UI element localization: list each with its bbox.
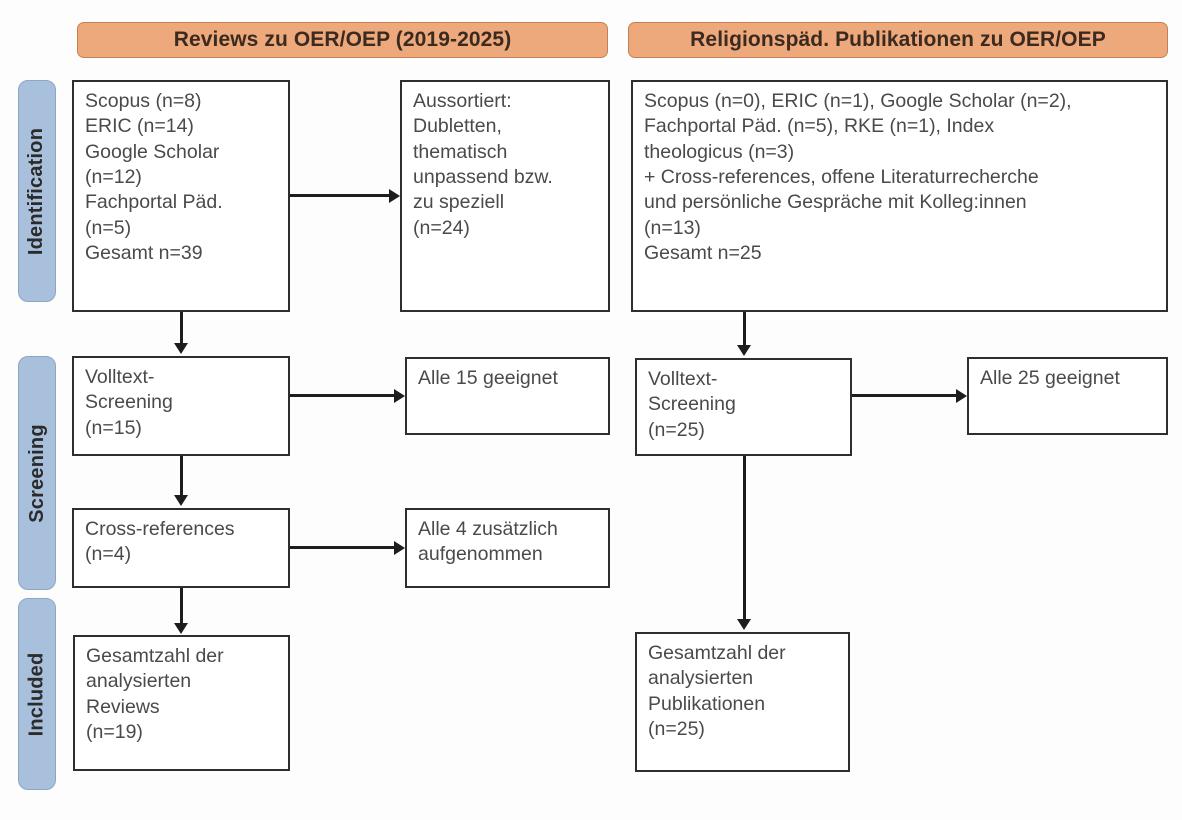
box-line: Gesamt n=39 (85, 242, 203, 265)
box-left-excluded: Aussortiert: Dubletten, thematisch unpas… (400, 80, 610, 312)
connector-left-screening-to-crossrefs (180, 456, 183, 496)
box-line: (n=25) (648, 418, 705, 441)
column-header-right: Religionspäd. Publikationen zu OER/OEP (628, 22, 1168, 58)
stage-label-identification: Identification (25, 127, 48, 255)
box-line: Aussortiert: (413, 90, 512, 112)
arrowhead-left-crossrefs-to-included (174, 623, 188, 634)
connector-left-crossrefs-to-included (180, 588, 183, 624)
box-line: analysierten (86, 670, 192, 693)
box-line: Fachportal Päd. (85, 191, 223, 214)
stage-label-screening: Screening (25, 423, 48, 523)
connector-left-crossrefs-to-result (290, 546, 394, 549)
box-line: Dubletten, (413, 115, 502, 138)
box-line: theologicus (n=3) (644, 140, 795, 163)
box-left-identification: Scopus (n=8) ERIC (n=14) Google Scholar … (72, 80, 290, 312)
box-line: Publikationen (648, 692, 766, 715)
arrowhead-left-screening-to-result (394, 389, 405, 403)
box-line: (n=15) (85, 416, 142, 439)
box-line: Fachportal Päd. (n=5), RKE (n=1), Index (644, 115, 995, 138)
box-line: Volltext- (648, 368, 718, 390)
box-left-included: Gesamtzahl der analysierten Reviews (n=1… (73, 635, 290, 771)
box-line: zu speziell (413, 191, 505, 214)
arrowhead-right-identification-to-screening (737, 345, 751, 356)
box-right-screening: Volltext- Screening (n=25) (635, 358, 852, 456)
box-line: (n=25) (648, 718, 705, 741)
box-line: aufgenommen (418, 543, 543, 566)
connector-left-identification-to-screening (180, 312, 183, 344)
box-line: (n=19) (86, 721, 143, 744)
box-line: ERIC (n=14) (85, 115, 194, 138)
arrowhead-left-screening-to-crossrefs (174, 495, 188, 506)
box-line: (n=4) (85, 543, 132, 566)
stage-label-included: Included (25, 652, 48, 736)
stage-bar-identification: Identification (18, 80, 56, 302)
box-line: Cross-references (85, 518, 235, 540)
arrowhead-left-crossrefs-to-result (394, 541, 405, 555)
box-line: Alle 4 zusätzlich (418, 518, 558, 540)
box-left-screening-result: Alle 15 geeignet (405, 357, 610, 435)
column-header-right-label: Religionspäd. Publikationen zu OER/OEP (690, 28, 1106, 51)
arrowhead-right-screening-to-result (956, 389, 967, 403)
connector-left-identification-to-excluded (290, 194, 389, 197)
box-left-crossrefs-result: Alle 4 zusätzlich aufgenommen (405, 508, 610, 588)
connector-left-screening-to-result (290, 394, 394, 397)
box-line: (n=13) (644, 216, 701, 239)
box-line: + Cross-references, offene Literaturrech… (644, 166, 1039, 189)
box-left-screening: Volltext- Screening (n=15) (72, 356, 290, 456)
column-header-left: Reviews zu OER/OEP (2019-2025) (77, 22, 608, 58)
box-line: Gesamtzahl der (648, 642, 786, 664)
box-line: Screening (648, 393, 736, 416)
box-left-crossrefs: Cross-references (n=4) (72, 508, 290, 588)
box-line: Volltext- (85, 366, 155, 388)
box-right-included: Gesamtzahl der analysierten Publikatione… (635, 632, 850, 772)
box-right-screening-result: Alle 25 geeignet (967, 357, 1168, 435)
connector-right-screening-to-included (743, 456, 746, 620)
box-right-identification: Scopus (n=0), ERIC (n=1), Google Scholar… (631, 80, 1168, 312)
box-line: (n=5) (85, 216, 132, 239)
box-line: Alle 15 geeignet (418, 367, 558, 389)
box-line: (n=12) (85, 166, 142, 189)
box-line: Screening (85, 391, 173, 414)
box-line: Google Scholar (85, 140, 220, 163)
box-line: thematisch (413, 140, 508, 163)
connector-right-identification-to-screening (743, 312, 746, 346)
box-line: Alle 25 geeignet (980, 367, 1120, 389)
box-line: unpassend bzw. (413, 166, 553, 189)
box-line: Gesamt n=25 (644, 242, 762, 265)
arrowhead-right-screening-to-included (737, 619, 751, 630)
box-line: analysierten (648, 667, 754, 690)
box-line: Gesamtzahl der (86, 645, 224, 667)
arrowhead-left-identification-to-screening (174, 343, 188, 354)
column-header-left-label: Reviews zu OER/OEP (2019-2025) (173, 28, 512, 51)
arrowhead-left-identification-to-excluded (389, 189, 400, 203)
box-line: Scopus (n=0), ERIC (n=1), Google Scholar… (644, 90, 1072, 112)
stage-bar-included: Included (18, 598, 56, 790)
box-line: Scopus (n=8) (85, 90, 202, 112)
connector-right-screening-to-result (852, 394, 956, 397)
stage-bar-screening: Screening (18, 356, 56, 590)
box-line: (n=24) (413, 216, 470, 239)
box-line: und persönliche Gespräche mit Kolleg:inn… (644, 191, 1027, 214)
box-line: Reviews (86, 695, 160, 718)
